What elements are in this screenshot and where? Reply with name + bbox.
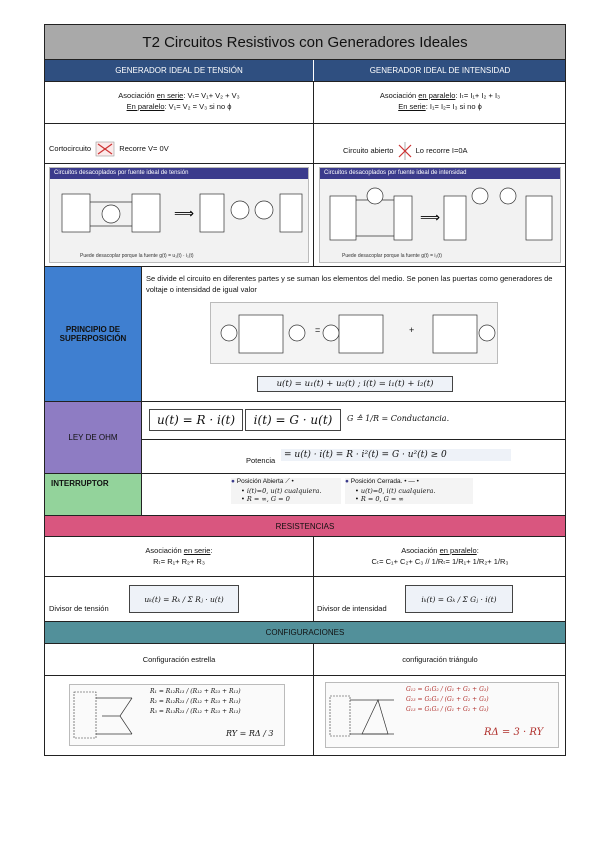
superposition-circuit-diagram (220, 314, 496, 354)
open-circuit-icon (398, 142, 411, 160)
configuraciones-header-band: CONFIGURACIONES (44, 622, 566, 644)
triangulo-rd: RΔ = 3 · RY (484, 727, 544, 738)
intensidad-circuit-diagram: ⟹ (329, 187, 553, 241)
estrella-label: Configuración estrella (142, 655, 216, 664)
triangulo-label: configuración triángulo (402, 655, 478, 664)
decoupled-figures-row: Circuitos desacoplados por fuente ideal … (44, 164, 566, 267)
switch-closed-icon: • — • (404, 478, 419, 485)
superposicion-figure: = + (210, 302, 498, 364)
divisor-tension-eq: uₖ(t) = Rₖ / Σ Rⱼ · u(t) (129, 585, 239, 613)
svg-text:⟹: ⟹ (420, 210, 440, 226)
switch-open-icon: ⟋ • (285, 478, 294, 485)
fig-tension-header: Circuitos desacoplados por fuente ideal … (50, 168, 308, 179)
config-figures-row: R₁ = R₁₂R₁₃ / (R₁₂ + R₂₃ + R₁₃) R₂ = R₁₂… (44, 676, 566, 756)
estrella-figure: R₁ = R₁₂R₁₃ / (R₁₂ + R₂₃ + R₁₃) R₂ = R₁₂… (69, 684, 285, 746)
ohm-conductance: G ≙ 1/R = Conductancia. (347, 414, 450, 423)
potencia-eq: = u(t) · i(t) = R · i²(t) = G · u²(t) ≥ … (281, 449, 511, 461)
corto-abierto-row: Cortocircuito Recorre V= 0V Circuito abi… (44, 124, 566, 164)
gen-intensidad-assoc: Asociación en paralelo: Iₜ= I₁+ I₂ + I₃ … (379, 91, 501, 111)
fig-intensidad-header: Circuitos desacoplados por fuente ideal … (320, 168, 560, 179)
short-circuit-icon (95, 141, 115, 157)
tension-circuit-diagram: ⟹ (61, 193, 303, 233)
superposicion-text: Se divide el circuito en diferentes part… (146, 274, 553, 294)
abierta-title: Posición Abierta (236, 478, 284, 485)
superposition-plus: + (409, 325, 415, 335)
cortocircuito: Cortocircuito Recorre V= 0V (49, 141, 309, 157)
superposicion-label: PRINCIPIO DE SUPERPOSICIÓN (45, 267, 141, 401)
page-title: T2 Circuitos Resistivos con Generadores … (44, 24, 566, 60)
interruptor-cerrada: ● Posición Cerrada. • — • • u(t)=0, i(t)… (345, 478, 473, 504)
gen-tension-header: GENERADOR IDEAL DE TENSIÓN (115, 66, 243, 75)
fig-intensidad-caption: Puede desacoplar porque la fuente g(t) =… (342, 253, 442, 259)
fig-tension-caption: Puede desacoplar porque la fuente g(t) =… (80, 253, 194, 259)
divisores-row: Divisor de tensión uₖ(t) = Rₖ / Σ Rⱼ · u… (44, 577, 566, 622)
resistencias-header-band: RESISTENCIAS (44, 516, 566, 537)
ohm-label: LEY DE OHM (45, 402, 141, 473)
superposicion-equation: u(t) = u₁(t) + u₂(t) ; i(t) = i₁(t) + i₂… (257, 376, 453, 392)
potencia-label: Potencia (246, 456, 276, 465)
ohm-eq2: i(t) = G · u(t) (245, 409, 341, 431)
divisor-tension-label: Divisor de tensión (49, 604, 109, 613)
interruptor-label: INTERRUPTOR (45, 474, 141, 515)
resistencias-paralelo: Asociación en paralelo: Cₜ= C₁+ C₂+ C₃ /… (371, 546, 509, 566)
association-row: Asociación en serie: Vₜ= V₁+ V₂ + V₃ En … (44, 82, 566, 124)
delta-network-diagram (329, 695, 394, 737)
generators-header-band: GENERADOR IDEAL DE TENSIÓN GENERADOR IDE… (44, 60, 566, 82)
gen-intensidad-header: GENERADOR IDEAL DE INTENSIDAD (369, 66, 511, 75)
divisor-intensidad-eq: iₖ(t) = Gₖ / Σ Gⱼ · i(t) (405, 585, 513, 613)
cerrada-title: Posición Cerrada. (350, 478, 403, 485)
superposition-equals: = (315, 325, 321, 335)
superposicion-row: PRINCIPIO DE SUPERPOSICIÓN Se divide el … (44, 267, 566, 402)
triangulo-figure: G₁₂ = G₁G₂ / (G₁ + G₂ + G₃) G₂₃ = G₂G₃ /… (325, 682, 559, 748)
ohm-eq1: u(t) = R · i(t) (149, 409, 243, 431)
fig-tension-decoupled: Circuitos desacoplados por fuente ideal … (49, 167, 309, 263)
estrella-equations: R₁ = R₁₂R₁₃ / (R₁₂ + R₂₃ + R₁₃) R₂ = R₁₂… (150, 688, 241, 715)
resistencias-serie: Asociación en serie: Rₜ= R₁+ R₂+ R₃ (145, 546, 213, 566)
config-labels-row: Configuración estrella configuración tri… (44, 644, 566, 676)
interruptor-row: INTERRUPTOR ● Posición Abierta ⟋ • • i(t… (44, 474, 566, 516)
page-title-text: T2 Circuitos Resistivos con Generadores … (142, 34, 468, 51)
star-network-diagram (73, 691, 133, 739)
divisor-intensidad-label: Divisor de intensidad (317, 604, 387, 613)
circuito-abierto: Circuito abierto Lo recorre I=0A (343, 141, 563, 161)
interruptor-abierta: ● Posición Abierta ⟋ • • i(t)=0, u(t) cu… (231, 478, 341, 504)
svg-text:⟹: ⟹ (174, 206, 194, 222)
triangulo-equations: G₁₂ = G₁G₂ / (G₁ + G₂ + G₃) G₂₃ = G₂G₃ /… (406, 686, 489, 713)
fig-intensidad-decoupled: Circuitos desacoplados por fuente ideal … (319, 167, 561, 263)
resistencias-assoc-row: Asociación en serie: Rₜ= R₁+ R₂+ R₃ Asoc… (44, 537, 566, 577)
ohm-row: LEY DE OHM u(t) = R · i(t) i(t) = G · u(… (44, 402, 566, 474)
gen-tension-assoc: Asociación en serie: Vₜ= V₁+ V₂ + V₃ En … (118, 91, 240, 111)
estrella-ry: RY = RΔ / 3 (226, 729, 274, 738)
